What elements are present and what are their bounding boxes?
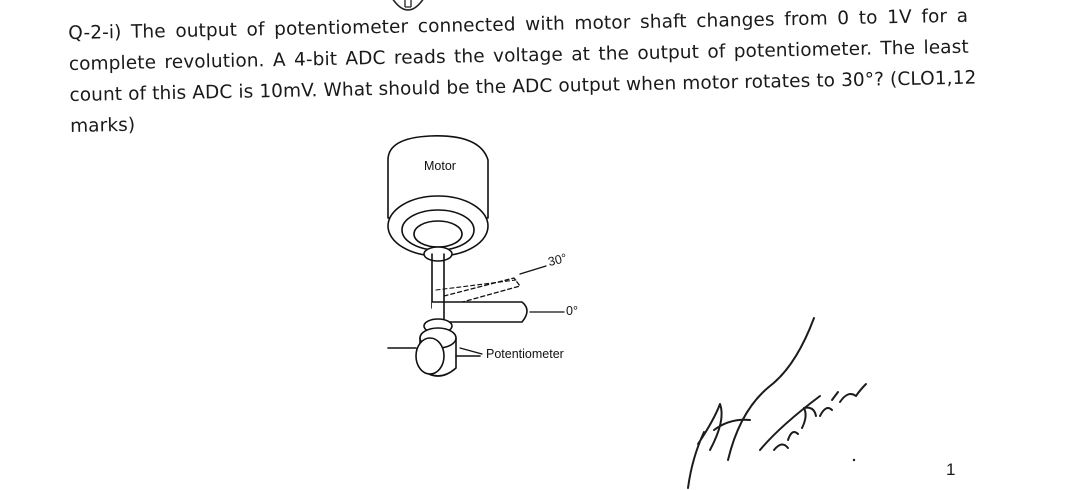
motor-potentiometer-figure: Motor 30° 0° Potentiometer — [380, 130, 610, 390]
page-top-mark — [392, 0, 424, 11]
leader-potentiometer — [459, 347, 483, 355]
motor-body — [387, 135, 489, 219]
potentiometer-label: Potentiometer — [486, 347, 564, 361]
motor-shaft — [431, 253, 445, 309]
motor-diagram-drawing — [387, 135, 565, 377]
angle-0-label: 0° — [566, 304, 578, 318]
question-text: Q-2-i) The output of potentiometer conne… — [68, 1, 977, 142]
arm-30-dashed — [443, 277, 521, 307]
leader-30 — [519, 265, 547, 275]
page-number: 1 — [946, 460, 956, 479]
motor-label: Motor — [424, 159, 456, 173]
handwritten-signature — [687, 317, 867, 489]
arm-0-solid — [431, 301, 528, 323]
